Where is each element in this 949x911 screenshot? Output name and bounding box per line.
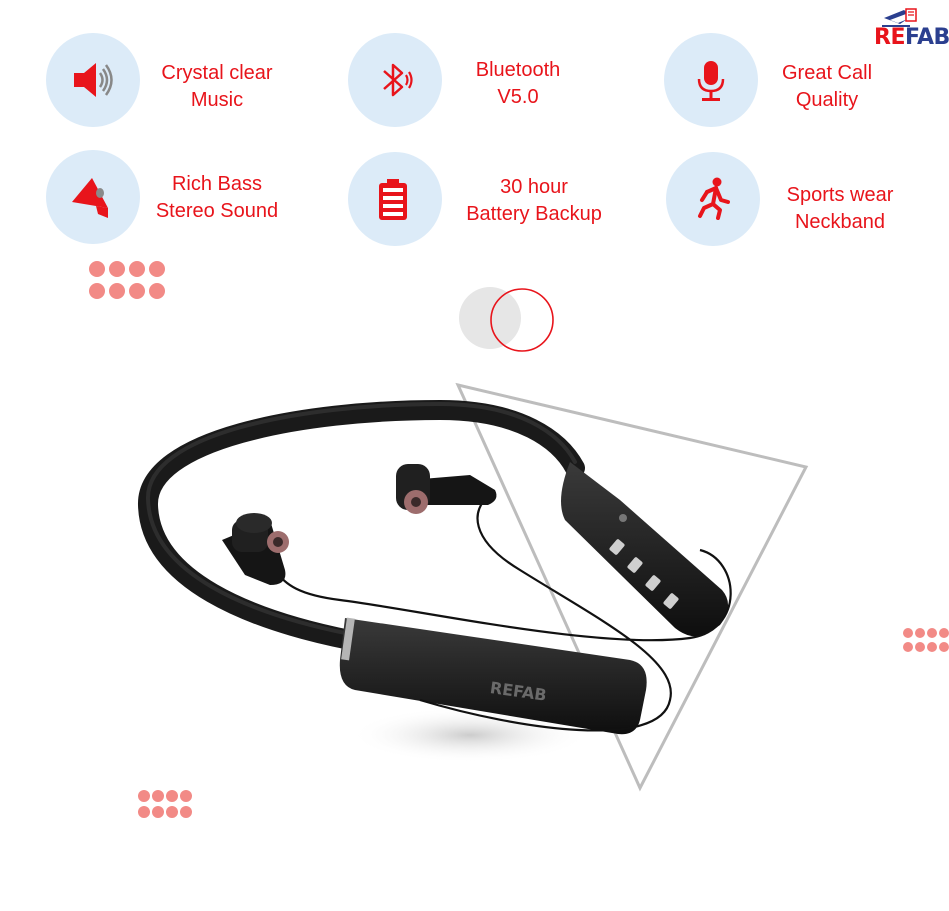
feature-icon-circle-sports [666,152,760,246]
decorative-dots-top [89,261,165,299]
feature-label-bass: Rich Bass Stereo Sound [146,171,288,225]
feature-label-line: Neckband [794,211,886,233]
feature-label-line: Great Call [781,62,873,84]
feature-label-line: 30 hour [500,176,568,198]
feature-icon-circle-music [46,33,140,127]
feature-label-line: Rich Bass [171,173,263,195]
brand-logo: REFAB [874,6,949,52]
brand-name: REFAB [874,26,949,50]
feature-label-music: Crystal clear Music [150,60,284,114]
feature-icon-circle-call [664,33,758,127]
feature-label-sports: Sports wear Neckband [778,182,902,236]
feature-label-line: Stereo Sound [155,200,279,222]
running-person-icon [698,177,730,220]
feature-label-line: Crystal clear [161,62,273,84]
decorative-dots-bottom [138,790,192,818]
feature-label-call: Great Call Quality [770,60,884,114]
feature-label-battery: 30 hour Battery Backup [452,174,616,228]
feature-label-line: Music [190,89,244,111]
decorative-dots-right [903,628,949,652]
brand-name-suffix: FAB [904,25,949,50]
feature-label-line: Bluetooth [475,59,561,81]
feature-label-line: Quality [795,89,859,111]
brand-mascot-icon [882,8,917,27]
feature-label-line: V5.0 [497,86,539,108]
feature-icon-circle-bluetooth [348,33,442,127]
feature-label-bluetooth: Bluetooth V5.0 [460,57,576,111]
bluetooth-icon [383,63,413,97]
decorative-circles [459,287,554,352]
speaker-icon [74,63,113,97]
feature-icon-circle-battery [348,152,442,246]
brand-name-prefix: RE [874,25,905,50]
feature-label-line: Sports wear [786,184,894,206]
battery-icon [379,179,407,220]
neckband-earphones-image: REFAB [137,382,809,792]
bass-speaker-icon [72,178,108,218]
feature-label-line: Battery Backup [466,203,602,225]
feature-icon-circle-bass [46,150,140,244]
microphone-icon [697,61,725,101]
